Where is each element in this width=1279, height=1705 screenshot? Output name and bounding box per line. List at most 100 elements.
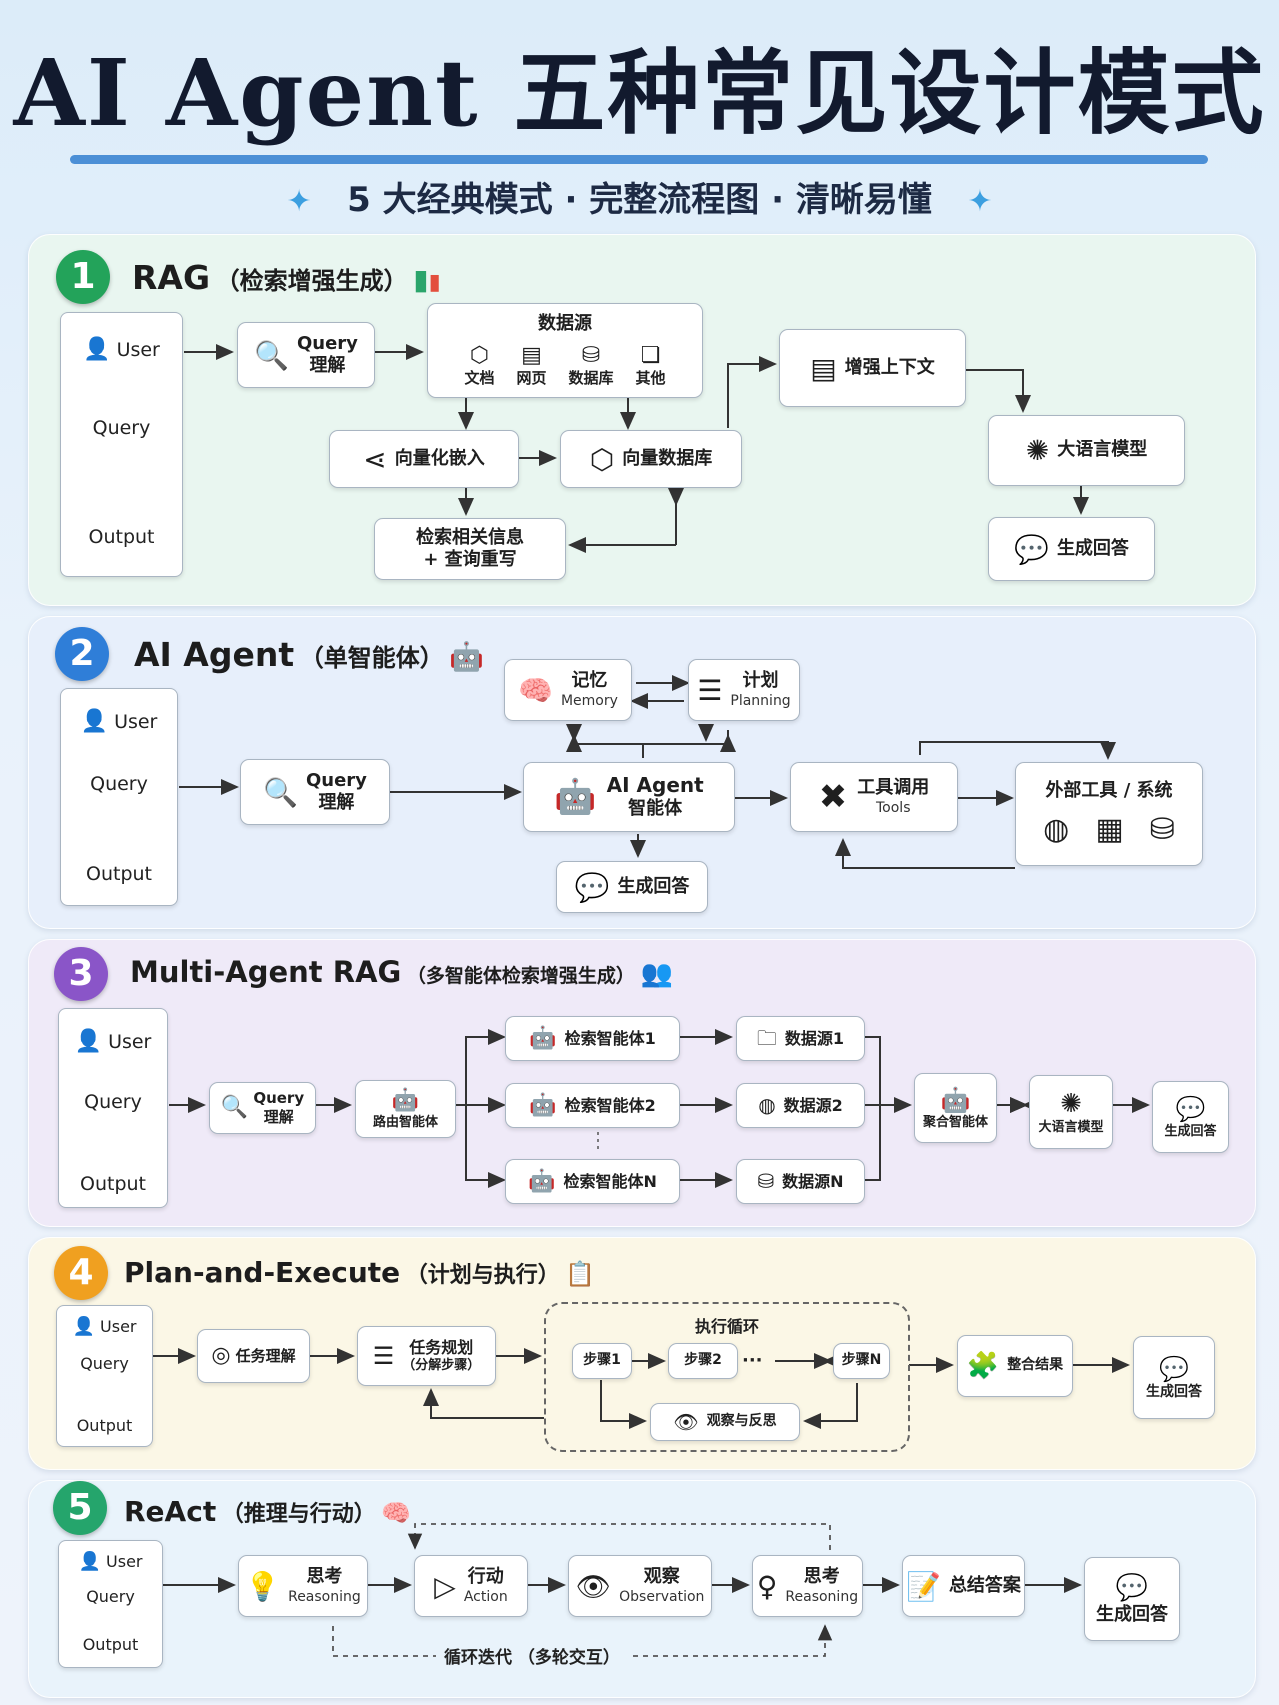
user-icon: 👤 <box>83 337 111 362</box>
reasoning-label-2: Reasoning <box>288 1588 361 1605</box>
query-label: Query <box>80 1354 129 1373</box>
retrieval-agent-label: 检索智能体N <box>563 1171 657 1191</box>
section-5-badge: 5 <box>53 1481 107 1535</box>
user-label: User <box>106 1552 143 1571</box>
task-understand-node: ◎任务理解 <box>197 1329 310 1383</box>
observation-label-1: 观察 <box>643 1566 680 1587</box>
thinking-icon: ♀ <box>756 1569 778 1603</box>
tools-label-1: 工具调用 <box>857 777 930 798</box>
augment-context-node: ▤增强上下文 <box>779 329 966 407</box>
plan-title: Plan-and-Execute <box>124 1256 401 1289</box>
datasource-web-label: 网页 <box>516 369 547 388</box>
globe-icon: ◍ <box>1043 811 1070 847</box>
robot-icon: 🤖 <box>528 1168 556 1194</box>
clipboard-icon: 📋 <box>565 1260 596 1288</box>
final-answer-node: 📝总结答案 <box>902 1555 1025 1617</box>
task-planning-node: ☰ 任务规划（分解步骤） <box>357 1326 496 1386</box>
page-subtitle: 5 大经典模式 · 完整流程图 · 清晰易懂 <box>347 180 932 220</box>
user-row: 👤 User <box>61 337 182 362</box>
memory-label-1: 记忆 <box>571 670 608 691</box>
database-icon: ⛁ <box>581 342 601 368</box>
user-label: User <box>114 711 158 733</box>
eye-icon: 👁 <box>673 1409 699 1434</box>
output-label: Output <box>76 1416 133 1435</box>
action-label-1: 行动 <box>467 1566 504 1587</box>
share-icon: ⋖ <box>363 442 387 476</box>
eye-icon: 👁 <box>575 1569 612 1603</box>
section-5-title: ReAct （推理与行动） 🧠 <box>124 1495 411 1528</box>
user-row: 👤 User <box>59 1029 167 1054</box>
react-subtitle: （推理与行动） <box>221 1502 376 1527</box>
answer-label: 生成回答 <box>1146 1383 1202 1400</box>
data-source-node: ⛁ 数据源N <box>736 1159 865 1204</box>
robot-icon: 🤖 <box>529 1092 557 1118</box>
cube-icon: ⬡ <box>589 442 615 476</box>
user-label: User <box>100 1317 137 1336</box>
aggregator-agent-node: 🤖 聚合智能体 <box>914 1073 997 1143</box>
user-icon: 👤 <box>72 1316 95 1337</box>
bar-chart-icon-2: ▮ <box>428 270 441 295</box>
section-3-title: Multi-Agent RAG （多智能体检索增强生成） 👥 <box>130 955 673 989</box>
output-label: Output <box>86 863 152 885</box>
reasoning-label-1: 思考 <box>306 1566 343 1587</box>
retrieval-agent-label: 检索智能体1 <box>564 1028 656 1048</box>
datasource-db-label: 数据库 <box>568 369 614 388</box>
query-understand-1: Query <box>253 1089 305 1108</box>
query-understand-2: 理解 <box>318 792 355 813</box>
sparkle-icon: ✦ <box>286 184 312 219</box>
users-icon: 👥 <box>640 959 673 989</box>
answer-node: 💬 生成回答 <box>1133 1336 1215 1419</box>
chat-icon: 💬 <box>1159 1354 1189 1383</box>
title-underline <box>70 155 1208 164</box>
retrieval-agent-node: 🤖 检索智能体N <box>505 1159 680 1204</box>
step-ellipsis: ··· <box>742 1350 763 1371</box>
chat-icon: 💬 <box>1175 1094 1206 1123</box>
data-source-node: 🗀数据源1 <box>736 1016 865 1061</box>
brain-icon: 🧠 <box>381 1499 412 1527</box>
output-label: Output <box>82 1635 139 1654</box>
section-2-title: AI Agent （单智能体） 🤖 <box>134 635 484 674</box>
document-icon: ▤ <box>810 351 837 385</box>
search-icon: 🔍 <box>254 338 289 372</box>
router-agent-node: 🤖 路由智能体 <box>355 1080 456 1138</box>
react-title: ReAct <box>124 1495 217 1528</box>
user-icon: 👤 <box>74 1029 103 1054</box>
page-title: AI Agent 五种常见设计模式 <box>13 39 1266 147</box>
search-icon: 🔍 <box>220 1095 249 1121</box>
robot-icon: 🤖 <box>529 1025 557 1051</box>
answer-node: 💬 生成回答 <box>1152 1081 1229 1153</box>
task-planning-label-2: （分解步骤） <box>402 1357 481 1373</box>
multi-title: Multi-Agent RAG <box>130 955 402 989</box>
data-source-label: 数据源2 <box>783 1095 843 1115</box>
user-query-output-panel: 👤 User Query Output <box>56 1305 153 1447</box>
answer-node: 💬生成回答 <box>556 861 708 913</box>
robot-icon: 🤖 <box>449 640 485 673</box>
execution-loop-label: 执行循环 <box>695 1317 760 1336</box>
agent-core-label-2: 智能体 <box>628 798 683 820</box>
user-query-output-panel: 👤 User Query Output <box>58 1540 163 1668</box>
answer-label: 生成回答 <box>1056 537 1129 559</box>
data-source-label: 数据源N <box>782 1171 844 1191</box>
retrieve-label-2: + 查询重写 <box>423 549 517 570</box>
vector-embed-label: 向量化嵌入 <box>394 447 485 469</box>
query-understand-1: Query <box>296 332 358 354</box>
retrieval-agent-node: 🤖检索智能体2 <box>505 1083 680 1128</box>
section-4-title: Plan-and-Execute （计划与执行） 📋 <box>124 1256 595 1289</box>
datasource-title: 数据源 <box>538 313 592 335</box>
query-understand-2: 理解 <box>263 1108 294 1126</box>
datasource-doc-label: 文档 <box>464 369 495 388</box>
external-tools-node: 外部工具 / 系统 ◍ ▦ ⛁ <box>1015 762 1203 866</box>
reasoning-2-label-1: 思考 <box>803 1566 840 1587</box>
puzzle-icon: 🧩 <box>966 1350 1000 1381</box>
page-subtitle-row: ✦ 5 大经典模式 · 完整流程图 · 清晰易懂 ✦ <box>0 178 1279 224</box>
query-label: Query <box>92 417 151 439</box>
document-check-icon: 📝 <box>906 1569 941 1603</box>
user-icon: 👤 <box>80 709 109 734</box>
vector-embed-node: ⋖ 向量化嵌入 <box>329 430 519 488</box>
task-understand-label: 任务理解 <box>235 1346 296 1365</box>
database-icon: ⛁ <box>757 1169 775 1193</box>
